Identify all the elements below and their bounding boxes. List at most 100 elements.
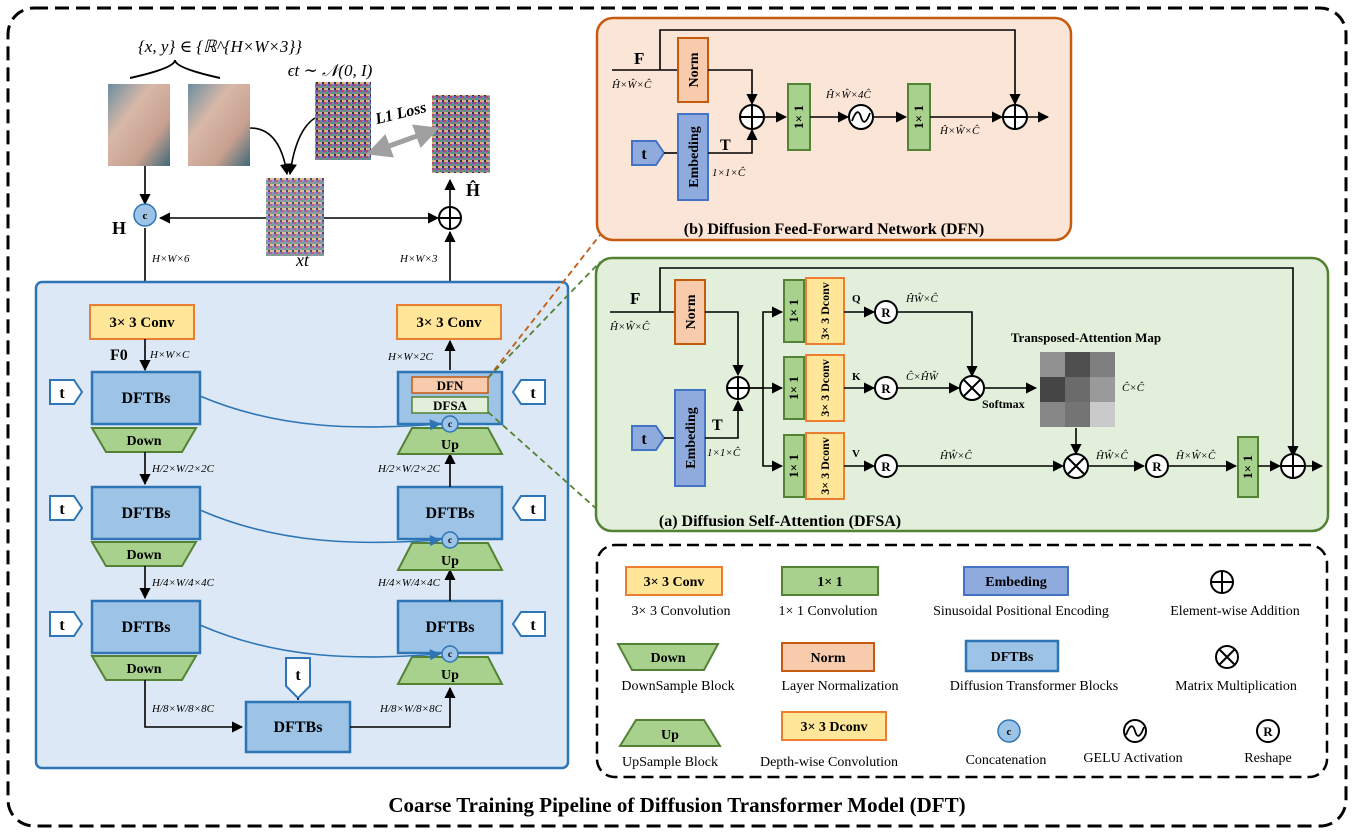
concatenation-icon <box>997 719 1021 743</box>
outer-frame <box>6 6 1348 828</box>
noise-image <box>315 82 371 160</box>
conv-out-label: 3× 3 Conv <box>416 315 482 331</box>
h-label: H <box>112 218 126 238</box>
svg-text:R: R <box>1152 459 1162 474</box>
dfn-caption: (b) Diffusion Feed-Forward Network (DFN) <box>684 221 984 238</box>
legend-desc: Concatenation <box>966 753 1047 768</box>
up-block <box>396 427 504 455</box>
dftbs-label: DFTBs <box>426 619 475 636</box>
dftbs-label: DFTBs <box>426 505 475 522</box>
concat-symbol: c <box>143 210 148 222</box>
attention-map-cell <box>1040 402 1065 427</box>
dftbs-label: DFTBs <box>122 619 171 636</box>
pig-image <box>108 84 170 166</box>
dfn-f-dim: Ĥ×Ŵ×Ĉ <box>611 78 652 91</box>
dfsa-conv-label: 1× 1 <box>786 376 801 400</box>
t-label: t <box>59 501 65 518</box>
attention-map-cell <box>1040 377 1065 402</box>
dim-out: H×W×3 <box>399 253 438 265</box>
dfsa-dconv-box <box>805 432 845 500</box>
concat-symbol: c <box>448 649 452 659</box>
decoder-level-2: DFTBs t Up c H/2×W/2×2C <box>199 452 546 571</box>
up-label: Up <box>441 554 459 569</box>
t-label: t <box>59 617 65 634</box>
dim-half: H/2×W/2×2C <box>151 463 215 475</box>
svg-text:R: R <box>881 381 891 396</box>
dfsa-norm-box <box>674 279 706 345</box>
dfsa-conv-box <box>783 434 805 498</box>
encoder-level-1: t DFTBs Down H/2×W/2×2C <box>49 370 215 486</box>
dfn-T-label: T <box>720 137 731 154</box>
legend-desc: Reshape <box>1244 751 1291 766</box>
up-label: Up <box>441 438 459 453</box>
up-label: Up <box>441 668 459 683</box>
legend-label: Down <box>650 651 685 666</box>
dfsa-reshape-dim: Ĥ×Ŵ×Ĉ <box>1175 449 1216 462</box>
map-title: Transposed-Attention Map <box>1011 330 1161 345</box>
noisy-image <box>266 178 324 256</box>
dfsa-conv-label: 1× 1 <box>1240 455 1255 479</box>
attention-map-cell <box>1065 377 1090 402</box>
dfsa-caption: (a) Diffusion Self-Attention (DFSA) <box>659 513 901 530</box>
legend-label: c <box>1007 726 1012 738</box>
hhat-label: Ĥ <box>466 179 480 200</box>
t-label: t <box>295 667 301 684</box>
dfsa-label: DFSA <box>433 398 468 413</box>
legend-label: Norm <box>811 651 846 666</box>
softmax-label: Softmax <box>982 397 1025 411</box>
dfn-box <box>411 376 489 394</box>
xt-label: xt <box>295 250 310 270</box>
t-label: t <box>530 617 536 634</box>
attention-map-cell <box>1040 352 1065 377</box>
legend-desc: UpSample Block <box>622 755 718 770</box>
dfn-t-dim: 1×1×Ĉ <box>712 167 746 179</box>
dftbs-block <box>90 485 202 541</box>
conv-in-box <box>89 304 195 340</box>
legend-desc: Element-wise Addition <box>1170 604 1299 619</box>
attention-map-cell <box>1090 377 1115 402</box>
dfsa-norm-label: Norm <box>684 294 699 329</box>
legend-label: 3× 3 Dconv <box>800 720 867 735</box>
dftbs-label: DFTBs <box>122 505 171 522</box>
legend-desc: Layer Normalization <box>781 679 898 694</box>
dfsa-v-dim: ĤŴ×Ĉ <box>939 449 973 462</box>
up-block <box>396 656 504 685</box>
decoder-level-3: DFTBs t Up c H/4×W/4×4C <box>199 568 546 685</box>
dfsa-t-dim: 1×1×Ĉ <box>707 447 741 459</box>
legend-desc: DownSample Block <box>621 679 734 694</box>
dfsa-conv-box <box>783 279 805 343</box>
attention-map-cell <box>1090 352 1115 377</box>
pig-image <box>188 84 250 166</box>
legend-label: Up <box>661 728 679 743</box>
legend-desc: 1× 1 Convolution <box>779 604 878 619</box>
concatenation-icon <box>441 531 459 549</box>
attention-map-cell <box>1065 402 1090 427</box>
dfsa-q-label: Q <box>852 293 861 305</box>
dfn-mid-dim: Ĥ×Ŵ×4Ĉ <box>825 88 871 101</box>
down-block <box>90 541 198 567</box>
legend-label: 3× 3 Conv <box>644 575 705 590</box>
legend-desc: Diffusion Transformer Blocks <box>950 679 1119 694</box>
dfn-panel: (b) Diffusion Feed-Forward Network (DFN)… <box>595 16 1073 242</box>
encoder-level-2: t DFTBs Down H/4×W/4×4C <box>49 485 215 600</box>
dfsa-f-dim: Ĥ×Ŵ×Ĉ <box>609 320 650 333</box>
dfn-norm-label: Norm <box>687 52 702 87</box>
conv-in-label: 3× 3 Conv <box>109 315 175 331</box>
dfn-t-label: t <box>641 146 647 163</box>
legend-label: 1× 1 <box>817 575 842 590</box>
dfsa-f-label: F <box>630 289 640 308</box>
concatenation-icon <box>133 203 157 227</box>
dfsa-T-label: T <box>712 417 723 434</box>
concatenation-icon <box>441 415 459 433</box>
dfsa-dconv-box <box>805 277 845 345</box>
dftbs-block <box>90 370 202 426</box>
dftbs-block <box>90 599 202 655</box>
dim-eighth: H/8×W/8×8C <box>151 703 215 715</box>
concatenation-icon <box>441 645 459 663</box>
dfn-out-dim: Ĥ×Ŵ×Ĉ <box>939 124 980 137</box>
dfsa-box <box>411 396 489 414</box>
conv-out-box <box>396 304 502 340</box>
noise-label: ϵt ∼ 𝒩(0, I) <box>288 61 373 80</box>
dfsa-mult-dim: ĤŴ×Ĉ <box>1095 449 1129 462</box>
